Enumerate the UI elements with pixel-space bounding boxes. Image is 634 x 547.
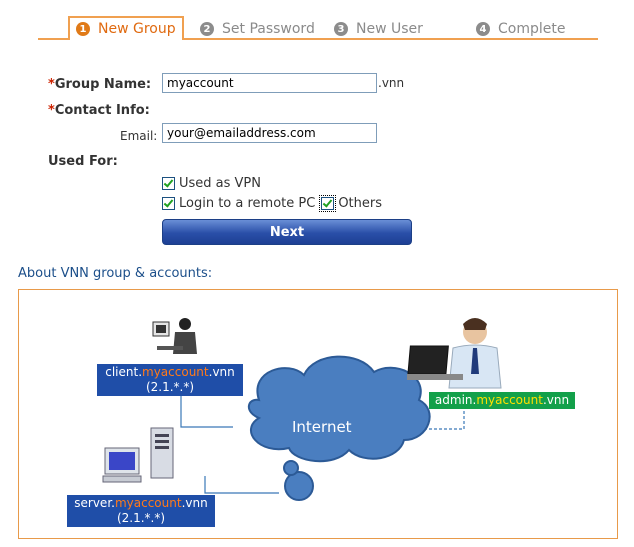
- step-label: New Group: [98, 21, 176, 37]
- step-label: Set Password: [222, 21, 315, 37]
- step-new-user: 3 New User: [334, 20, 423, 38]
- email-label: Email:: [120, 129, 158, 143]
- admin-user-icon: [407, 318, 502, 389]
- remote-pc-label: Login to a remote PC: [179, 196, 316, 211]
- client-group: myaccount: [142, 365, 209, 379]
- admin-tag: admin.myaccount.vnn: [429, 392, 575, 409]
- server-group: myaccount: [114, 496, 182, 510]
- next-button[interactable]: Next: [162, 219, 412, 245]
- client-tag: client.myaccount.vnn (2.1.*.*): [97, 364, 243, 396]
- option-vpn[interactable]: Used as VPN: [162, 176, 261, 191]
- client-prefix: client.: [105, 365, 143, 379]
- admin-connector: [419, 410, 465, 430]
- step-new-group: 1 New Group: [68, 16, 184, 40]
- required-mark: *: [48, 103, 55, 118]
- email-input[interactable]: your@emailaddress.com: [162, 123, 377, 143]
- network-diagram: Internet client.myaccount.vnn (2.1.*.*) …: [18, 289, 618, 539]
- server-host: server.myaccount.vnn: [71, 496, 211, 511]
- step-set-password: 2 Set Password: [200, 20, 315, 38]
- group-name-input[interactable]: myaccount: [162, 73, 377, 93]
- used-for-label: Used For:: [48, 154, 118, 169]
- contact-info-label: *Contact Info:: [48, 103, 150, 118]
- internet-cloud-icon: [247, 355, 431, 501]
- server-tag: server.myaccount.vnn (2.1.*.*): [67, 495, 215, 527]
- server-connector: [204, 476, 279, 494]
- group-name-label: *Group Name:: [48, 77, 151, 92]
- about-link: About VNN group & accounts:: [18, 266, 213, 281]
- contact-info-label-text: Contact Info:: [54, 103, 150, 118]
- wizard-steps: 1 New Group 2 Set Password 3 New User 4 …: [38, 16, 598, 40]
- internet-label: Internet: [292, 418, 352, 436]
- step-label: Complete: [498, 21, 566, 37]
- client-suffix: .vnn: [208, 365, 235, 379]
- admin-group: myaccount: [476, 393, 543, 407]
- step-number-icon: 2: [200, 22, 214, 36]
- option-remote-pc[interactable]: Login to a remote PC Others: [162, 195, 382, 212]
- vpn-label: Used as VPN: [179, 176, 261, 191]
- others-label: Others: [338, 196, 382, 211]
- remote-pc-checkbox[interactable]: [162, 197, 175, 210]
- server-computer-icon: [102, 427, 174, 483]
- client-ip: (2.1.*.*): [145, 380, 195, 394]
- server-prefix: server.: [74, 496, 115, 510]
- server-suffix: .vnn: [181, 496, 208, 510]
- step-complete: 4 Complete: [476, 20, 565, 38]
- diagram-graphics: [102, 318, 502, 501]
- admin-suffix: .vnn: [542, 393, 570, 407]
- step-label: New User: [356, 21, 423, 37]
- server-ip: (2.1.*.*): [116, 511, 166, 525]
- steps-rule: [38, 38, 598, 40]
- group-name-label-text: Group Name:: [54, 77, 152, 92]
- others-checkbox[interactable]: [319, 195, 337, 212]
- admin-prefix: admin.: [434, 393, 477, 407]
- client-host: client.myaccount.vnn: [101, 365, 239, 380]
- step-number-icon: 3: [334, 22, 348, 36]
- group-suffix: .vnn: [378, 76, 405, 90]
- step-number-icon: 4: [476, 22, 490, 36]
- required-mark: *: [48, 77, 55, 92]
- step-number-icon: 1: [76, 22, 90, 36]
- vpn-checkbox[interactable]: [162, 177, 175, 190]
- client-user-icon: [152, 318, 197, 354]
